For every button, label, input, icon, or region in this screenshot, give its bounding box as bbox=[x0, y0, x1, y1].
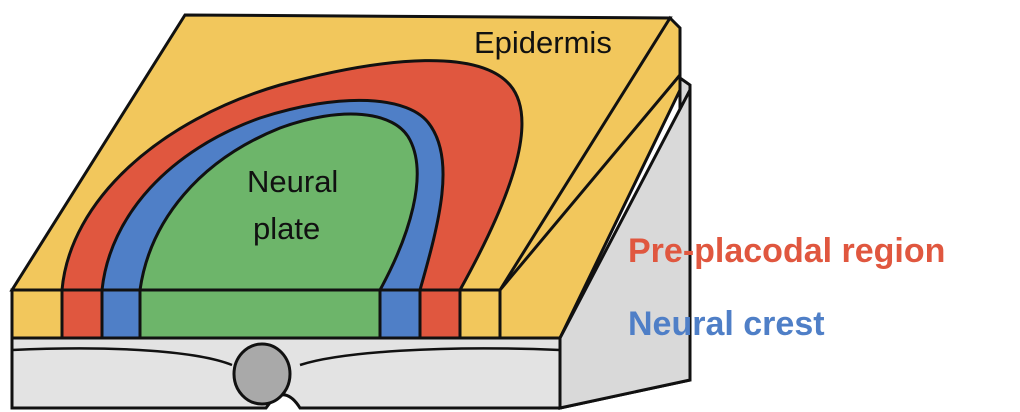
neural-plate-label-line1: Neural bbox=[247, 163, 338, 201]
front-neural-plate bbox=[140, 290, 380, 338]
front-epidermis-left bbox=[12, 290, 62, 338]
front-neural-crest-left bbox=[102, 290, 140, 338]
pre-placodal-region-label: Pre-placodal region bbox=[628, 232, 945, 271]
notochord bbox=[234, 344, 290, 404]
front-preplacodal-right bbox=[420, 290, 460, 338]
front-neural-crest-right bbox=[380, 290, 420, 338]
front-preplacodal-left bbox=[62, 290, 102, 338]
neural-crest-label: Neural crest bbox=[628, 305, 825, 344]
front-epidermis-right bbox=[460, 290, 500, 338]
neural-plate-label-line2: plate bbox=[253, 210, 320, 248]
epidermis-label: Epidermis bbox=[474, 24, 612, 62]
